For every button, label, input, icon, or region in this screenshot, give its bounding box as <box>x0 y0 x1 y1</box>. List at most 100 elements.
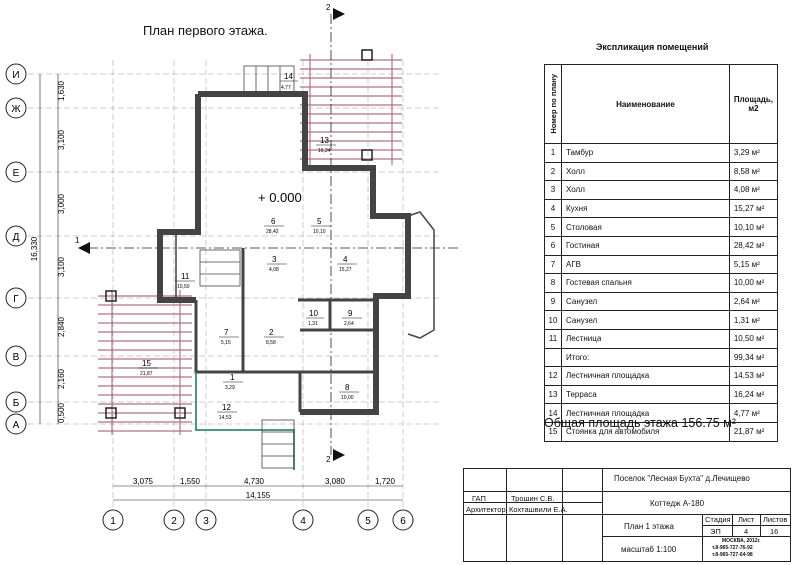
section-arrow-icon <box>333 8 345 20</box>
svg-text:14,53: 14,53 <box>219 415 232 421</box>
svg-text:6: 6 <box>400 516 406 527</box>
svg-text:10,10: 10,10 <box>313 229 326 235</box>
svg-text:А: А <box>13 420 20 431</box>
axis-marker: 3 <box>195 509 217 531</box>
svg-text:Е: Е <box>13 168 20 179</box>
svg-text:1,31: 1,31 <box>308 321 318 327</box>
room-label: 415,27 <box>337 255 357 273</box>
svg-text:12: 12 <box>222 403 231 412</box>
dimension: 1,630 <box>57 80 66 101</box>
dimension: 1,550 <box>180 477 201 486</box>
room-label: 15 21,87 <box>138 359 158 377</box>
svg-text:10,50: 10,50 <box>177 284 190 290</box>
svg-text:3: 3 <box>272 255 277 264</box>
svg-text:7: 7 <box>224 328 229 337</box>
sheet-header: Лист <box>738 515 755 524</box>
section-mark: 2 <box>326 3 331 12</box>
dimension: 2,840 <box>57 316 66 337</box>
svg-text:Д: Д <box>13 232 20 243</box>
room-label: 92,64 <box>342 309 362 327</box>
svg-text:21,87: 21,87 <box>140 371 153 377</box>
axis-marker: В <box>5 345 27 367</box>
svg-text:1: 1 <box>110 516 116 527</box>
horizontal-dimensions: 3,075 1,550 4,730 3,080 1,720 14,155 <box>133 477 396 500</box>
explication-table: Номер по плану Наименование Площадь, м2 … <box>544 64 779 442</box>
section-arrow-icon <box>333 449 345 461</box>
room-label: 11 10,50 <box>175 272 195 290</box>
axis-marker: Ж <box>5 97 27 119</box>
number-axes: 1 2 3 4 5 6 <box>102 509 414 531</box>
svg-text:15: 15 <box>142 359 151 368</box>
room-label: 101,31 <box>306 309 324 327</box>
letter-axes: И Ж Е Д Г В Б А <box>5 63 27 435</box>
svg-text:2: 2 <box>269 328 274 337</box>
phone-1: т.8-965-727-76-92 <box>712 545 753 551</box>
col-name-header: Наименование <box>561 64 730 144</box>
col-area-header: Площадь, м2 <box>728 64 779 144</box>
architect-name: Кохташвили Е.А. <box>509 505 568 514</box>
section-mark-labels: 1 1 2 2 <box>75 3 331 464</box>
axis-marker: Д <box>5 225 27 247</box>
svg-text:5: 5 <box>365 516 371 527</box>
architect-label: Архитектор <box>466 505 506 514</box>
svg-text:11: 11 <box>181 272 190 281</box>
svg-text:5: 5 <box>317 217 322 226</box>
axis-marker: Г <box>5 287 27 309</box>
axis-marker: И <box>5 63 27 85</box>
svg-text:5,15: 5,15 <box>221 340 231 346</box>
gap-label: ГАП <box>472 494 486 503</box>
dimension: 3,075 <box>133 477 154 486</box>
dimension-total: 14,155 <box>246 491 271 500</box>
room-label: 510,10 <box>311 217 331 235</box>
dimension: 3,100 <box>57 256 66 277</box>
svg-text:2: 2 <box>171 516 177 527</box>
dimension: 4,730 <box>244 477 265 486</box>
section-arrow-icon <box>78 242 90 254</box>
page-title: План первого этажа. <box>143 23 268 38</box>
section-mark: 2 <box>326 455 331 464</box>
svg-text:4: 4 <box>343 255 348 264</box>
axis-marker: 6 <box>392 509 414 531</box>
dimension: 3,000 <box>57 193 66 214</box>
svg-text:13: 13 <box>320 136 329 145</box>
object-name: Коттедж А-180 <box>650 499 705 508</box>
room-label: 144,77 <box>280 72 298 91</box>
room-label: 628,42 <box>264 217 284 235</box>
svg-text:В: В <box>13 352 20 363</box>
city-year: МОСКВА, 2012г. <box>722 538 761 544</box>
axis-marker: Е <box>5 161 27 183</box>
svg-text:15,27: 15,27 <box>339 267 352 273</box>
svg-text:28,42: 28,42 <box>266 229 279 235</box>
axis-marker: 4 <box>292 509 314 531</box>
total-area: Общая площадь этажа 156.75 м² <box>544 416 736 430</box>
svg-text:4,77: 4,77 <box>281 85 291 91</box>
title-block: ГАП Трошин С.В. Архитектор Кохташвили Е.… <box>463 468 791 562</box>
axis-marker: 1 <box>102 509 124 531</box>
scale: масштаб 1:100 <box>621 545 677 554</box>
svg-text:Б: Б <box>13 398 20 409</box>
svg-text:10: 10 <box>309 309 318 318</box>
sheet-value: 4 <box>744 527 749 536</box>
room-label: 28,58 <box>264 328 284 346</box>
svg-text:3,29: 3,29 <box>225 385 235 391</box>
dimension: 2,160 <box>57 368 66 389</box>
col-num-header: Номер по плану <box>544 64 562 144</box>
dimension: 1,720 <box>375 477 396 486</box>
table-row: Итого:99,34 м² <box>544 347 779 368</box>
svg-text:9: 9 <box>348 309 353 318</box>
stage-value: ЭП <box>710 527 721 536</box>
terrace-hatch <box>300 54 402 165</box>
sheet-title: План 1 этажа <box>624 522 674 531</box>
svg-text:Ж: Ж <box>11 104 21 115</box>
svg-text:8: 8 <box>345 383 350 392</box>
room-label: 75,15 <box>219 328 239 346</box>
